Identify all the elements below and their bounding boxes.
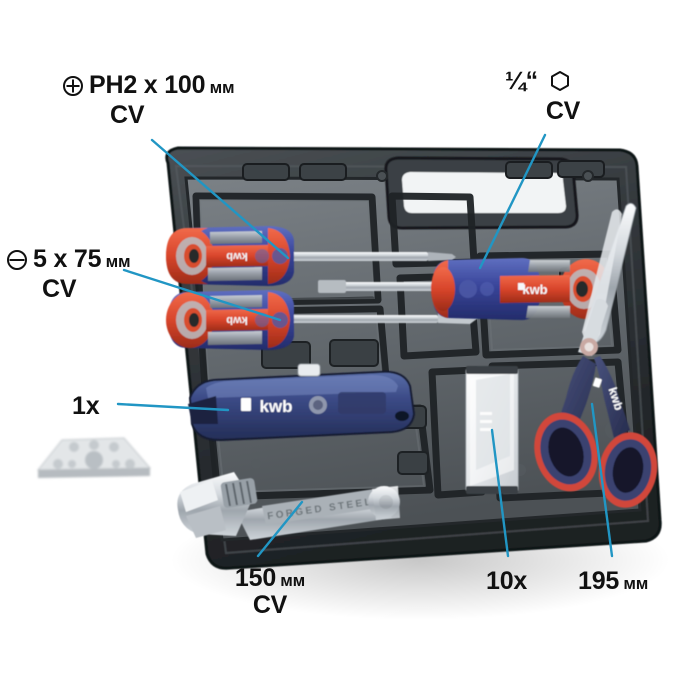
annotation-value: 195 <box>578 567 620 595</box>
annotation-value: 10x <box>486 567 528 595</box>
flat-head-icon <box>6 249 28 276</box>
svg-text:kwb: kwb <box>522 282 547 297</box>
utility-knife: kwb <box>188 363 416 442</box>
annotation-value: 5 x 75 <box>33 245 102 273</box>
leader-line-knife <box>116 402 230 412</box>
annotation-material: CV <box>110 100 145 129</box>
annotation-flathead: 5 x 75 мм CV <box>6 246 156 302</box>
annotation-unit: мм <box>105 252 131 271</box>
annotation-value: PH2 x 100 <box>89 71 206 99</box>
annotation-scissors: 195 мм <box>578 568 648 595</box>
svg-text:kwb: kwb <box>226 250 248 262</box>
phillips-head-icon <box>62 75 84 102</box>
leader-line-scissors <box>590 402 614 558</box>
annotation-phillips: PH2 x 100 мм CV <box>62 72 252 128</box>
annotation-utility-knife: 1x <box>72 392 100 420</box>
leader-line-blades <box>490 428 510 558</box>
hex-bit-icon <box>548 69 572 98</box>
annotation-unit: мм <box>209 78 235 97</box>
annotation-value: 150 <box>234 564 277 592</box>
annotation-unit: мм <box>623 574 649 593</box>
annotation-material: CV <box>545 96 581 125</box>
annotation-material: CV <box>42 274 77 303</box>
scissors: kwb <box>534 202 658 508</box>
leader-line-flat <box>122 268 282 322</box>
annotation-material: CV <box>252 590 288 619</box>
annotation-spare-blades: 10x <box>486 568 527 595</box>
svg-text:kwb: kwb <box>226 314 248 326</box>
annotation-value: 1x <box>72 392 100 420</box>
phillips-screwdriver: kwb <box>166 226 456 286</box>
annotation-value: ¼“ <box>505 67 538 95</box>
svg-text:kwb: kwb <box>606 386 627 413</box>
adjustable-wrench: FORGED STEEL <box>177 472 400 540</box>
leader-line-wrench <box>256 500 304 558</box>
annotation-bit-holder: ¼“ CV <box>505 68 615 124</box>
annotation-wrench: 150 мм CV <box>205 565 335 618</box>
loose-trapezoid-blade <box>36 437 152 478</box>
leader-line-hex <box>478 133 547 270</box>
annotation-unit: мм <box>280 571 306 590</box>
leader-line-ph2 <box>150 138 290 260</box>
svg-text:kwb: kwb <box>259 397 292 416</box>
